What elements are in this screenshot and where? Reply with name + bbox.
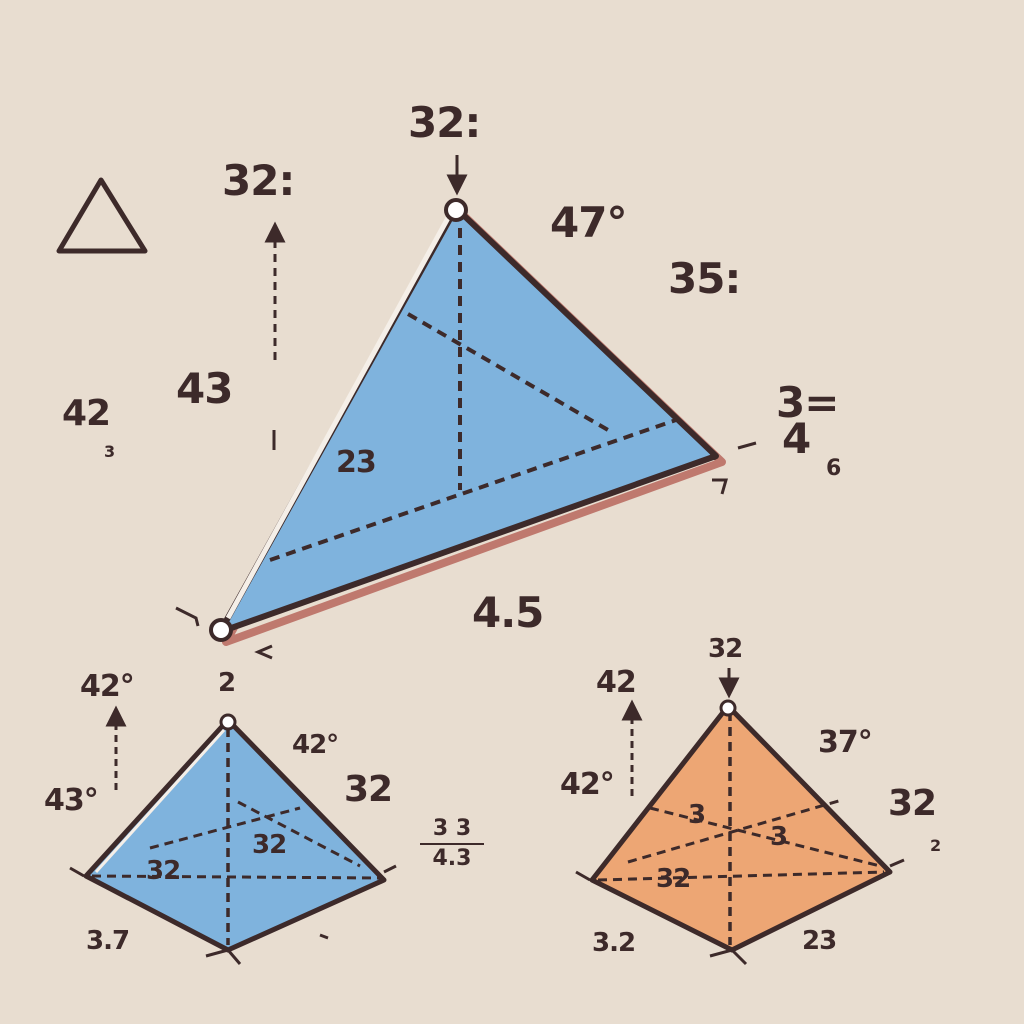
main-right-vertex-label-top: 3= xyxy=(776,378,839,427)
main-bottom-chevron xyxy=(254,644,273,660)
small-orange-diagonal-2 xyxy=(627,798,843,864)
small-blue-diagonal-1 xyxy=(91,874,381,880)
small-orange-inner-left-label: 32 xyxy=(656,864,691,894)
main-right-vertex-label-bottom: 4 xyxy=(782,414,811,463)
small-blue-inner-right-label: 32 xyxy=(252,830,287,860)
small-blue-pyramid xyxy=(69,705,397,965)
small-blue-bottom-left-label: 3.7 xyxy=(86,926,130,956)
main-triangle-left-edge-highlight xyxy=(225,216,451,620)
small-blue-left-tick xyxy=(69,866,85,878)
main-left-arrow-label: 32: xyxy=(222,156,295,205)
main-right-vertex-sublabel: 6 xyxy=(826,456,842,481)
main-far-left-sublabel: 3 xyxy=(104,442,116,461)
main-right-pointer xyxy=(737,441,757,450)
small-orange-bottom-right-label: 23 xyxy=(802,926,837,956)
small-orange-upper-right-label: 37° xyxy=(818,725,873,760)
small-blue-diagonal-2 xyxy=(149,806,301,850)
small-blue-right-label: 32 xyxy=(344,769,393,810)
small-orange-apex-vertex xyxy=(719,699,737,717)
small-orange-left-tick xyxy=(575,870,591,882)
small-orange-top-left-label: 42 xyxy=(596,665,637,700)
main-bottom-left-vertex xyxy=(209,618,233,642)
small-blue-left-label: 43° xyxy=(44,783,99,818)
small-blue-right-tick xyxy=(383,864,397,874)
small-orange-diagonal-3 xyxy=(649,806,881,868)
small-orange-inner-top-label: 3 xyxy=(688,800,706,830)
main-apex-vertex xyxy=(444,198,468,222)
main-triangle xyxy=(175,155,757,660)
main-left-label: 43 xyxy=(176,364,233,413)
small-orange-bottom-tick xyxy=(709,948,748,966)
small-blue-fraction-top: 3 3 xyxy=(432,816,472,841)
small-blue-right-dash xyxy=(319,933,329,940)
main-bottom-edge-label: 4.5 xyxy=(472,588,544,637)
main-triangle-face xyxy=(217,205,719,635)
main-right-vertex xyxy=(710,452,718,460)
triangle-outline-icon xyxy=(56,177,148,254)
small-orange-diagonal-1 xyxy=(597,870,885,882)
small-orange-inner-right-label: 3 xyxy=(770,822,788,852)
small-orange-right-tick xyxy=(889,858,905,868)
main-right-vertex-tick xyxy=(712,478,728,495)
small-orange-left-label: 42° xyxy=(560,767,615,802)
small-blue-inner-left-label: 32 xyxy=(146,856,181,886)
fraction-bar xyxy=(420,843,484,845)
small-blue-bottom-tick xyxy=(205,948,242,965)
small-blue-diagonal-3 xyxy=(237,800,361,868)
small-orange-right-label: 32 xyxy=(888,783,937,824)
small-blue-apex-vertex xyxy=(219,713,237,731)
small-blue-fraction-bottom: 4.3 xyxy=(432,846,472,871)
small-blue-top-left-label: 42° xyxy=(80,669,135,704)
small-blue-right-fraction: 3 3 4.3 xyxy=(420,818,484,870)
main-apex-label: 32: xyxy=(408,98,481,147)
main-inner-label: 23 xyxy=(336,445,377,480)
small-blue-highlight xyxy=(94,728,226,874)
main-diagonal-1 xyxy=(406,312,610,432)
small-orange-bottom-left-label: 3.2 xyxy=(592,928,636,958)
small-orange-apex-label: 32 xyxy=(708,634,743,664)
main-top-right-edge-label: 47° xyxy=(550,198,627,247)
small-orange-right-sublabel: 2 xyxy=(930,836,942,855)
main-far-left-label: 42 xyxy=(62,393,111,434)
small-blue-apex-label: 2 xyxy=(218,668,236,698)
small-orange-pyramid xyxy=(575,668,905,966)
main-right-outer-label: 35: xyxy=(668,254,741,303)
main-bottom-left-tick xyxy=(175,606,200,627)
small-blue-upper-right-label: 42° xyxy=(292,730,339,760)
main-diagonal-2 xyxy=(269,418,677,562)
